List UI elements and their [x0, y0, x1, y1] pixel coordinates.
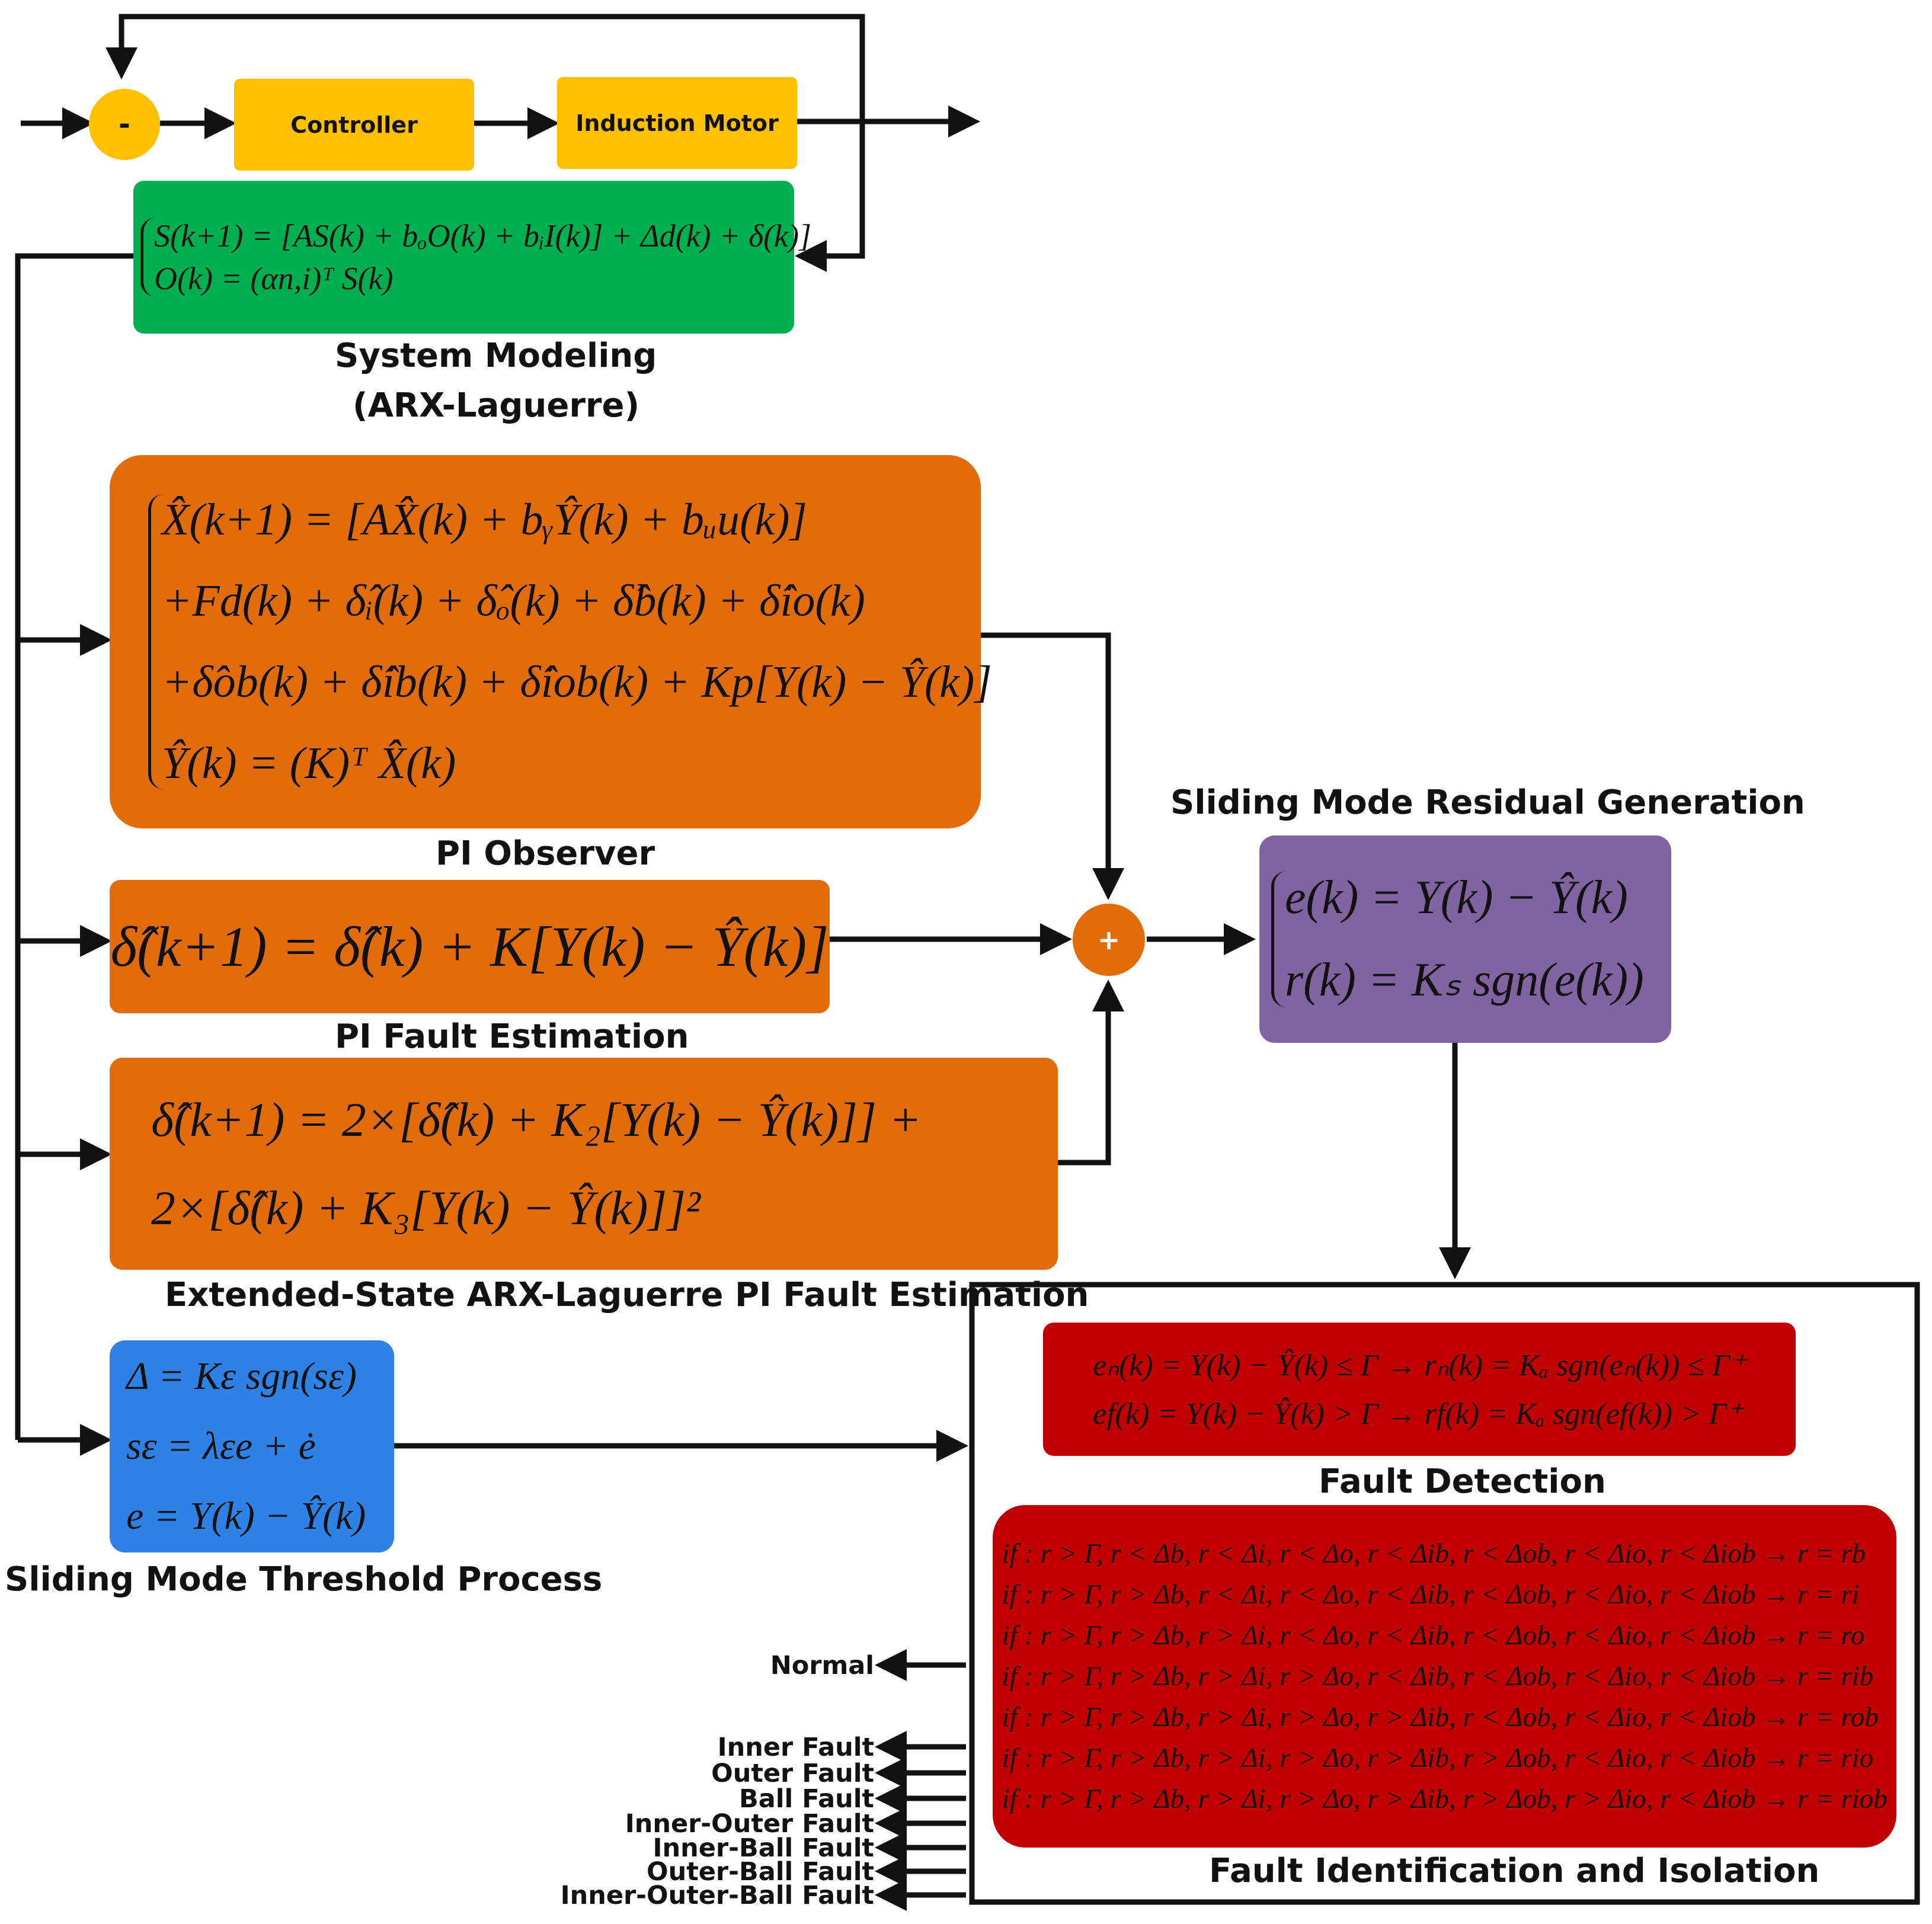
residual-eq-1: e(k) = Y(k) − Ŷ(k)	[1285, 872, 1628, 924]
fault-rule: if : r > Γ, r > Δb, r > Δi, r > Δo, r > …	[1002, 1702, 1879, 1733]
observer-eq-3: +δ̂ob(k) + δ̂ib(k) + δ̂iob(k) + Kp[Y(k) …	[162, 657, 992, 707]
fault-rule: if : r > Γ, r < Δb, r < Δi, r < Δo, r < …	[1002, 1538, 1866, 1569]
extended-eq-2: 2×[δ̂(k) + K₃[Y(k) − Ŷ(k)]]²	[151, 1180, 700, 1235]
observer-eq-4: Ŷ(k) = (K)ᵀ X̂(k)	[162, 738, 456, 788]
pi-fault-estimation-label: PI Fault Estimation	[335, 1017, 689, 1056]
fault-rule: if : r > Γ, r > Δb, r > Δi, r > Δo, r > …	[1002, 1784, 1888, 1814]
feedback-to-model-line	[795, 121, 865, 272]
fault-rules: if : r > Γ, r < Δb, r < Δi, r < Δo, r < …	[1002, 1538, 1887, 1815]
pi-observer-label: PI Observer	[436, 834, 655, 873]
detection-eq-2: ef(k) = Y(k) − Ŷ(k) > Γ → rf(k) = Kₐ sg…	[1093, 1397, 1743, 1431]
residual-generation-block: e(k) = Y(k) − Ŷ(k) r(k) = Kₛ sgn(e(k))	[1259, 835, 1671, 1043]
extended-state-label: Extended-State ARX-Laguerre PI Fault Est…	[165, 1276, 1089, 1314]
residual-eq-2: r(k) = Kₛ sgn(e(k))	[1285, 954, 1644, 1006]
fault-detection-label: Fault Detection	[1319, 1462, 1606, 1501]
output-fault: Inner-Outer-Ball Fault	[560, 1881, 874, 1910]
threshold-eq-2: sε = λεe + ė	[126, 1424, 316, 1468]
threshold-eq-1: Δ = Kε sgn(sε)	[126, 1355, 357, 1398]
output-fault: Inner-Ball Fault	[652, 1833, 874, 1863]
system-modeling-label-2: (ARX-Laguerre)	[353, 386, 640, 425]
system-modeling-block: S(k+1) = [AS(k) + bₒO(k) + bᵢI(k)] + Δd(…	[133, 181, 811, 334]
output-fault: Outer-Ball Fault	[647, 1857, 874, 1887]
system-modeling-equations: S(k+1) = [AS(k) + bₒO(k) + bᵢI(k)] + Δd(…	[140, 217, 811, 297]
extended-state-equations: δ̂(k+1) = 2×[δ̂(k) + K₂[Y(k) − Ŷ(k)]] +…	[151, 1092, 922, 1236]
pi-estimation-eq: δ̂(k+1) = δ̂(k) + K[Y(k) − Ŷ(k)]	[110, 915, 829, 978]
pi-observer-block: X̂(k+1) = [AX̂(k) + bᵧŶ(k) + bᵤu(k)] +F…	[110, 455, 992, 828]
output-fault: Inner Fault	[717, 1733, 874, 1762]
observer-eq-1: X̂(k+1) = [AX̂(k) + bᵧŶ(k) + bᵤu(k)]	[162, 495, 808, 545]
controller-label: Controller	[290, 111, 418, 138]
extended-eq-1: δ̂(k+1) = 2×[δ̂(k) + K₂[Y(k) − Ŷ(k)]] +	[151, 1092, 922, 1147]
fault-detection-block: eₙ(k) = Y(k) − Ŷ(k) ≤ Γ → rₙ(k) = Kₐ sg…	[1043, 1323, 1796, 1456]
system-modeling-label-1: System Modeling	[335, 337, 657, 375]
extended-state-block: δ̂(k+1) = 2×[δ̂(k) + K₂[Y(k) − Ŷ(k)]] +…	[110, 1058, 1058, 1270]
threshold-eq-3: e = Y(k) − Ŷ(k)	[126, 1494, 366, 1538]
feedback-loop-line	[105, 14, 865, 121]
output-fault: Inner-Outer Fault	[625, 1809, 874, 1839]
summing-junction-residual: +	[1073, 904, 1145, 976]
summing-junction-top: -	[89, 89, 160, 160]
residual-equations: e(k) = Y(k) − Ŷ(k) r(k) = Kₛ sgn(e(k))	[1271, 871, 1644, 1007]
fault-identification-block: if : r > Γ, r < Δb, r < Δi, r < Δo, r < …	[993, 1505, 1896, 1848]
left-bus-line	[15, 253, 133, 1440]
extended-to-sum-line	[1058, 979, 1124, 1166]
system-eq-2: O(k) = (αn,i)ᵀ S(k)	[154, 261, 394, 296]
output-fault: Ball Fault	[738, 1784, 874, 1814]
controller-block: Controller	[234, 79, 474, 171]
threshold-equations: Δ = Kε sgn(sε) sε = λεe + ė e = Y(k) − Y…	[126, 1354, 366, 1539]
fault-rule: if : r > Γ, r > Δb, r > Δi, r > Δo, r < …	[1002, 1661, 1874, 1692]
fault-detection-equations: eₙ(k) = Y(k) − Ŷ(k) ≤ Γ → rₙ(k) = Kₐ sg…	[1093, 1347, 1746, 1432]
residual-label: Sliding Mode Residual Generation	[1170, 783, 1805, 822]
observer-to-sum-line	[981, 632, 1124, 900]
fault-rule: if : r > Γ, r > Δb, r > Δi, r < Δo, r < …	[1002, 1620, 1865, 1651]
induction-motor-block: Induction Motor	[557, 77, 797, 169]
output-fault: Outer Fault	[711, 1759, 874, 1788]
observer-eq-2: +Fd(k) + δ̂ᵢ(k) + δ̂ₒ(k) + δ̂b(k) + δ̂io…	[162, 576, 865, 626]
system-eq-1: S(k+1) = [AS(k) + bₒO(k) + bᵢI(k)] + Δd(…	[154, 218, 812, 254]
threshold-label: Sliding Mode Threshold Process	[5, 1560, 603, 1599]
pi-observer-equations: X̂(k+1) = [AX̂(k) + bᵧŶ(k) + bᵤu(k)] +F…	[148, 494, 992, 789]
sum-sign-minus: -	[119, 108, 130, 141]
sum-sign-plus: +	[1097, 924, 1121, 956]
output-normal: Normal	[770, 1651, 874, 1680]
threshold-block: Δ = Kε sgn(sε) sε = λεe + ė e = Y(k) − Y…	[110, 1340, 394, 1552]
fault-panel-frame	[969, 1282, 1920, 1905]
motor-label: Induction Motor	[575, 110, 779, 136]
fault-identification-label: Fault Identification and Isolation	[1209, 1852, 1820, 1890]
detection-eq-1: eₙ(k) = Y(k) − Ŷ(k) ≤ Γ → rₙ(k) = Kₐ sg…	[1093, 1348, 1746, 1382]
pi-fault-estimation-block: δ̂(k+1) = δ̂(k) + K[Y(k) − Ŷ(k)]	[110, 880, 830, 1013]
fault-rule: if : r > Γ, r > Δb, r > Δi, r > Δo, r > …	[1002, 1743, 1874, 1773]
fault-rule: if : r > Γ, r > Δb, r < Δi, r < Δo, r < …	[1002, 1579, 1860, 1610]
